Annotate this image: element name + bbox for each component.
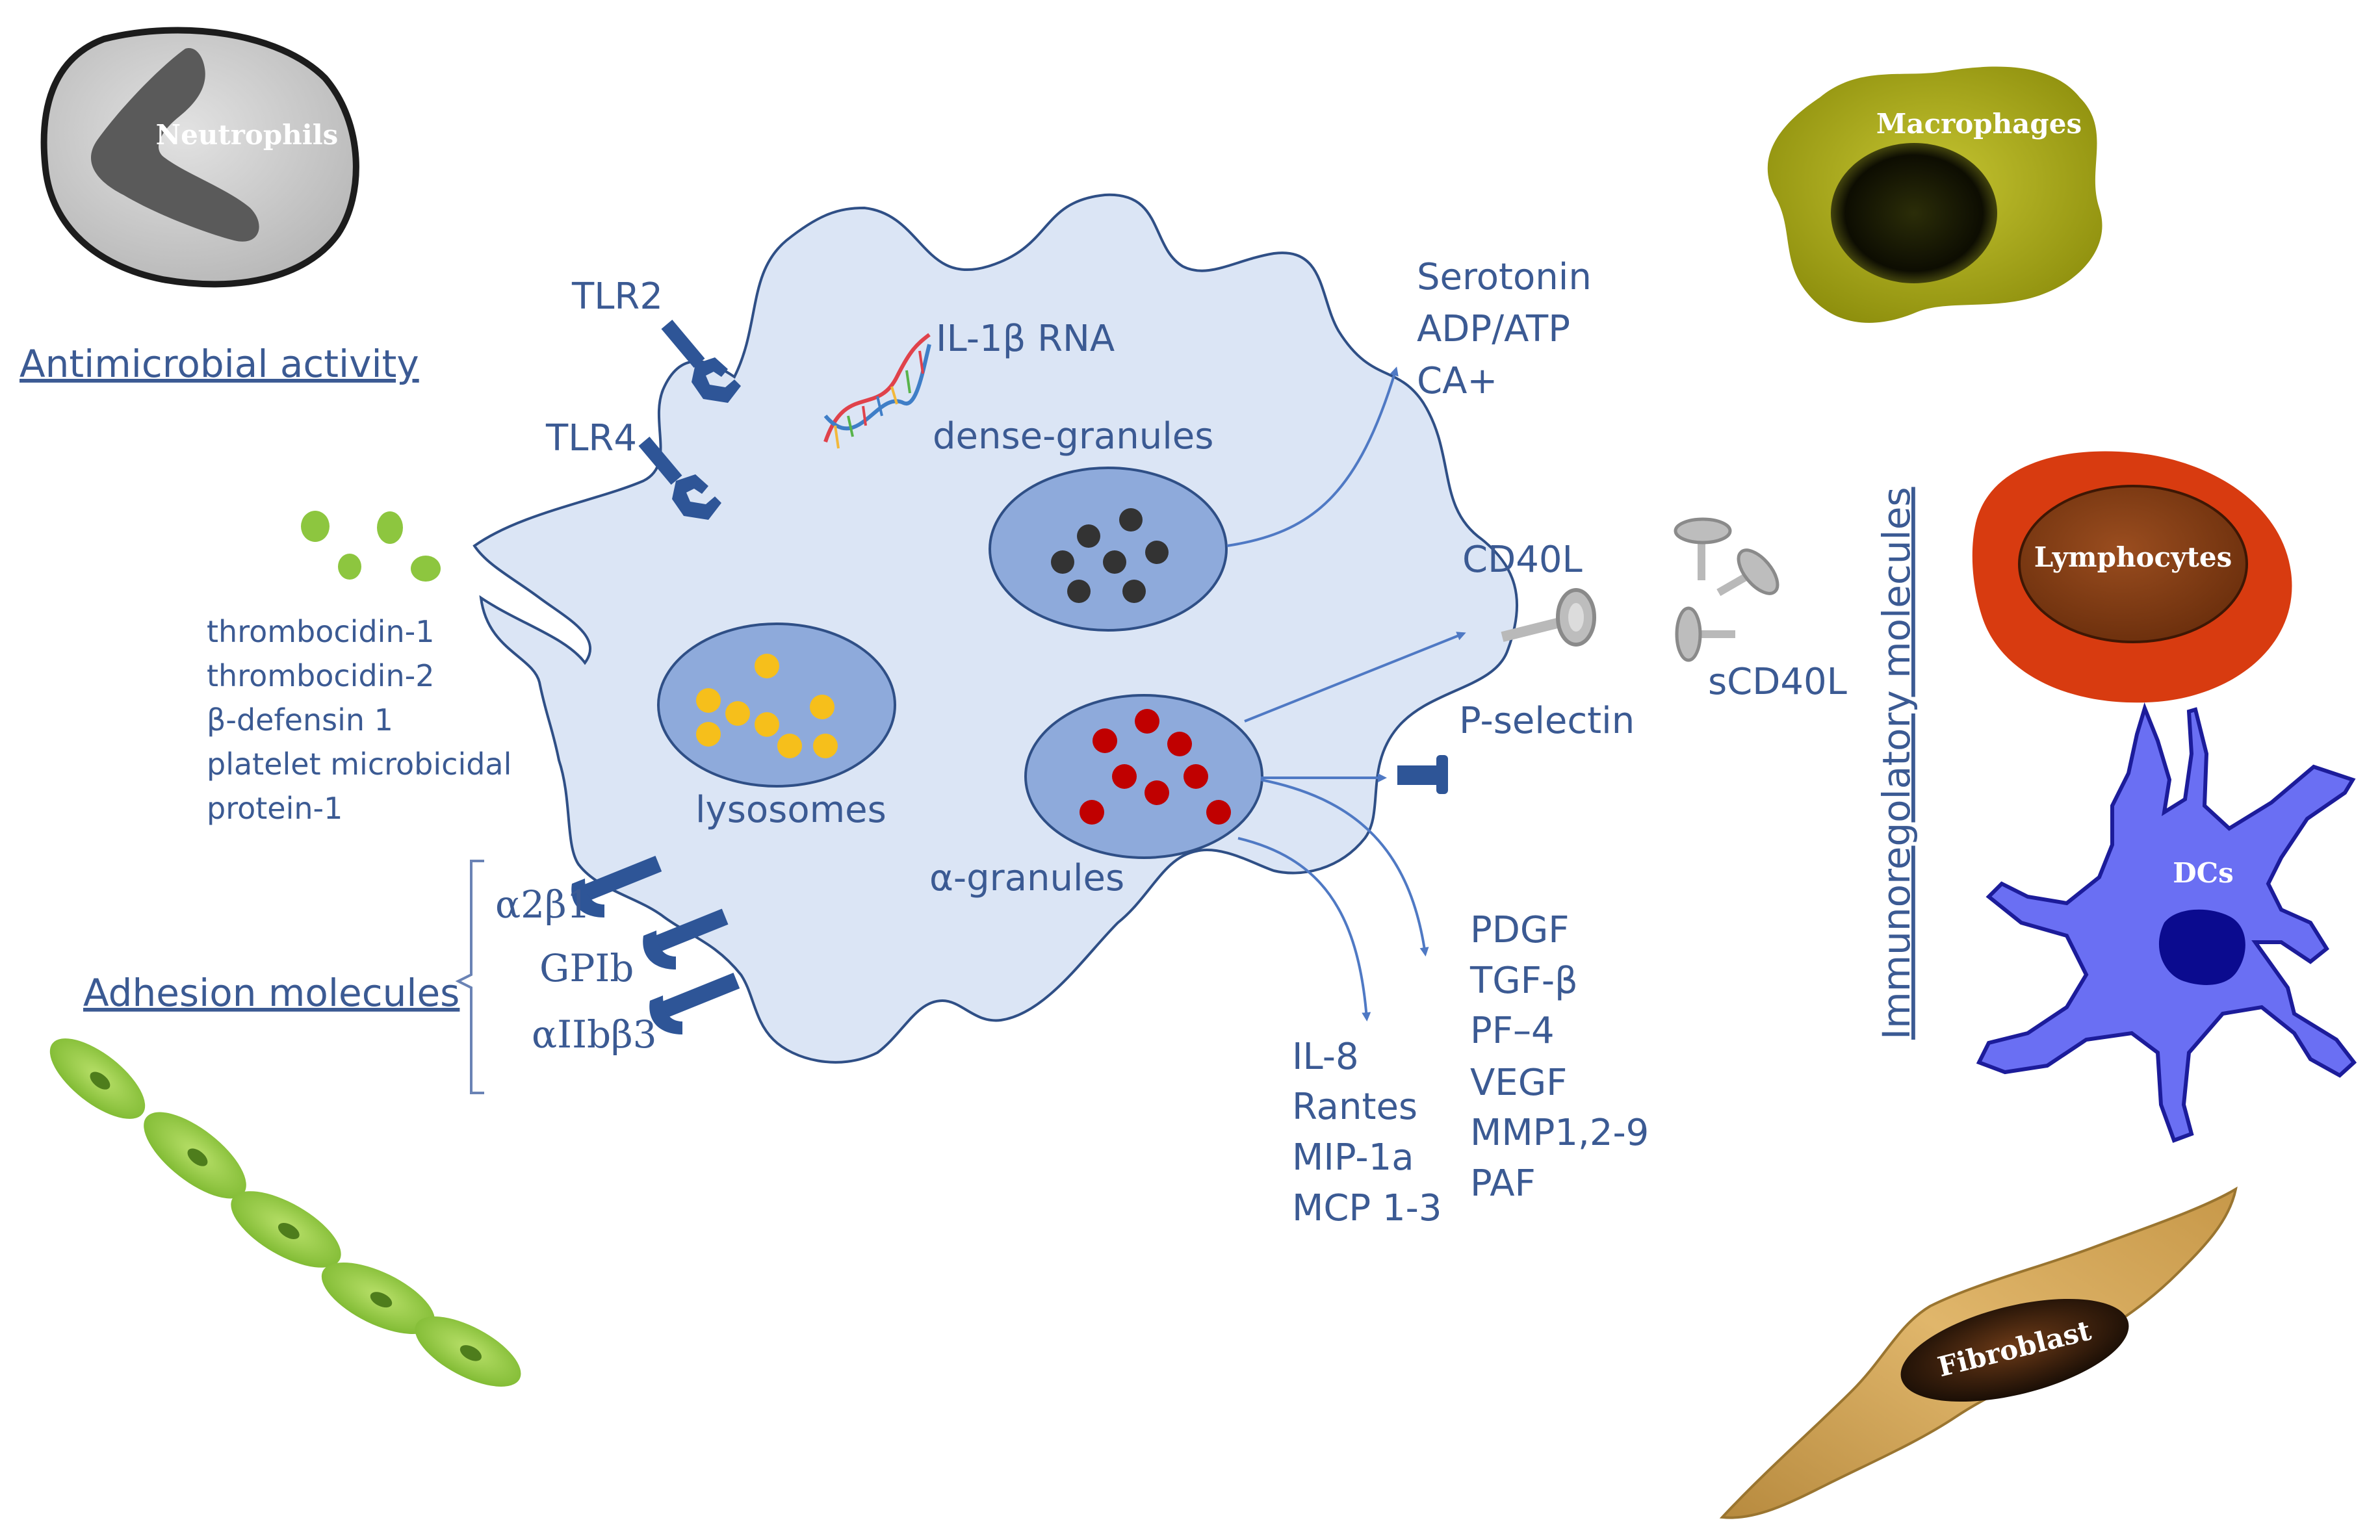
- peptide-item: platelet microbicidal: [207, 747, 511, 782]
- adhesion-molecules-heading: Adhesion molecules: [83, 971, 459, 1015]
- pselectin-label: P-selectin: [1459, 700, 1635, 742]
- macrophage-cell: Macrophages: [1767, 66, 2102, 323]
- scd40l-label: sCD40L: [1708, 661, 1847, 703]
- tlr2-label: TLR2: [571, 276, 663, 318]
- il1b-rna-label: IL-1β RNA: [936, 318, 1115, 360]
- alpha-granule-contents: [1080, 709, 1231, 825]
- peptide-item: protein-1: [207, 791, 343, 826]
- lysosomes-label: lysosomes: [695, 789, 886, 831]
- dendritic-cell: DCs: [1976, 702, 2357, 1143]
- gpib-label: GPIb: [539, 946, 634, 990]
- tlr2-receptor-icon: [661, 320, 741, 403]
- macrophage-nucleus: [1831, 143, 1997, 283]
- platelet-membrane: [472, 193, 1519, 1064]
- dense-content-item: CA+: [1417, 360, 1497, 402]
- gpib-receptor-icon: [643, 908, 729, 969]
- peptide-item: β-defensin 1: [207, 702, 393, 738]
- antimicrobial-peptide-dots: [301, 511, 441, 582]
- lysosome-contents: [696, 654, 838, 758]
- lysosome: [657, 622, 896, 788]
- fibroblast-cell: Fibroblast: [1719, 1186, 2238, 1519]
- dense-content-item: ADP/ATP: [1417, 308, 1570, 350]
- growth-factor-item: PAF: [1470, 1162, 1536, 1205]
- neutrophil-cell: Neutrophils: [40, 27, 359, 288]
- dense-granules-label: dense-granules: [933, 415, 1213, 457]
- alpha-granules-label: α-granules: [929, 857, 1124, 899]
- growth-factor-item: VEGF: [1470, 1062, 1567, 1104]
- macrophages-label: Macrophages: [1876, 108, 2082, 140]
- peptide-item: thrombocidin-1: [207, 614, 434, 649]
- chemokines-list: IL-8 Rantes MIP-1a MCP 1-3: [1292, 1036, 1442, 1229]
- chemokine-item: MIP-1a: [1292, 1136, 1414, 1179]
- antimicrobial-peptides-list: thrombocidin-1 thrombocidin-2 β-defensin…: [207, 614, 511, 826]
- dense-granule: [989, 467, 1228, 632]
- pselectin-icon: [1397, 755, 1448, 794]
- a2b1-label: α2β1: [495, 882, 591, 927]
- growth-factor-item: PF–4: [1470, 1010, 1555, 1052]
- neutrophil-nucleus: [90, 48, 259, 242]
- growth-factor-item: PDGF: [1470, 909, 1570, 951]
- cd40l-ligand-icon: [1501, 588, 1596, 647]
- rna-helix-icon: [823, 333, 931, 449]
- growth-factor-item: TGF-β: [1469, 960, 1578, 1002]
- antimicrobial-activity-heading: Antimicrobial activity: [19, 342, 419, 386]
- dense-content-item: Serotonin: [1417, 256, 1592, 298]
- a2b1-receptor-icon: [571, 855, 662, 918]
- scd40l-soluble-icon: [1674, 517, 1779, 662]
- dense-contents-list: Serotonin ADP/ATP CA+: [1417, 256, 1592, 402]
- peptide-item: thrombocidin-2: [207, 658, 434, 693]
- chemokine-item: IL-8: [1292, 1036, 1359, 1078]
- tlr4-label: TLR4: [545, 417, 637, 459]
- growth-factors-list: PDGF TGF-β PF–4 VEGF MMP1,2-9 PAF: [1469, 909, 1649, 1205]
- dense-granule-contents: [1051, 508, 1169, 603]
- tlr4-receptor-icon: [638, 437, 721, 520]
- fibroblast-nucleus: [1900, 1298, 2129, 1402]
- dcs-label: DCs: [2173, 857, 2234, 889]
- immunoregulatory-heading: Immunoregolatory molecules: [1874, 487, 1919, 1040]
- chemokines-arrow: [1237, 837, 1371, 1021]
- chemokine-item: MCP 1-3: [1292, 1187, 1442, 1229]
- lymphocytes-label: Lymphocytes: [2034, 541, 2232, 573]
- neutrophil-membrane: [40, 27, 359, 288]
- growth-factor-item: MMP1,2-9: [1470, 1112, 1649, 1154]
- dense-release-arrow: [1226, 366, 1399, 547]
- aiibb3-receptor-icon: [649, 972, 740, 1034]
- aiibb3-label: αIIbβ3: [532, 1012, 657, 1057]
- lymphocyte-cell: Lymphocytes: [1972, 451, 2292, 703]
- dendritic-nucleus: [2158, 909, 2245, 985]
- neutrophils-label: Neutrophils: [156, 119, 339, 151]
- growth-factors-arrow: [1260, 778, 1429, 956]
- adhesion-bracket: [455, 860, 484, 1094]
- lymphocyte-nucleus: [2018, 485, 2248, 643]
- endothelial-cells: [49, 1038, 521, 1387]
- chemokine-item: Rantes: [1292, 1086, 1417, 1128]
- cd40l-label: CD40L: [1462, 539, 1583, 581]
- cd40l-arrow: [1244, 632, 1466, 723]
